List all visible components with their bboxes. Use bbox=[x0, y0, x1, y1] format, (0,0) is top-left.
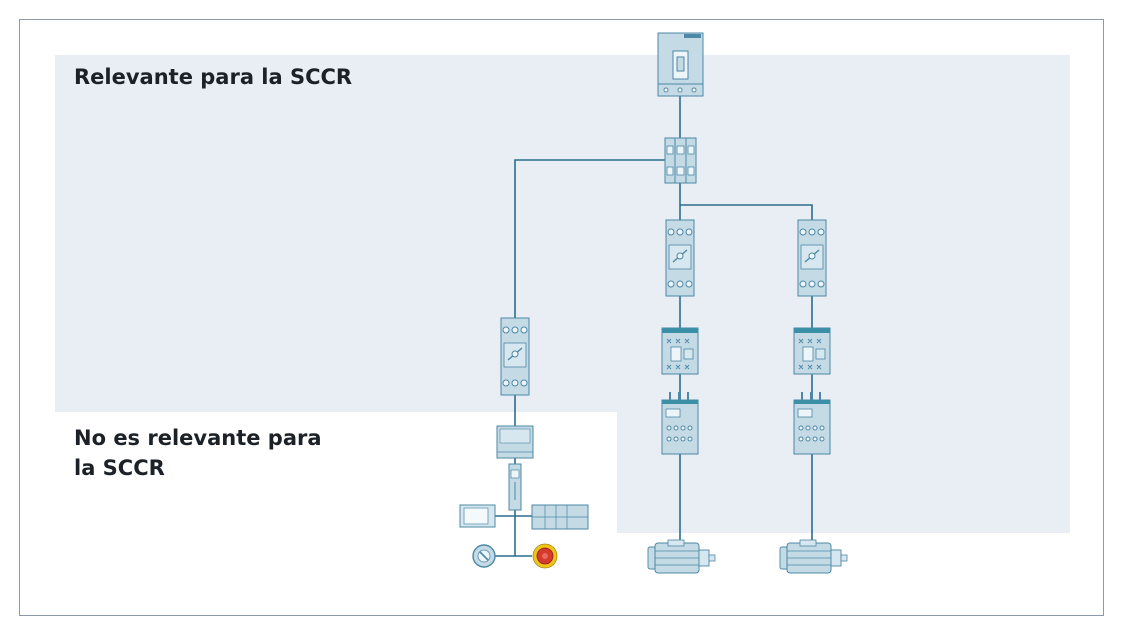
contactor-right bbox=[793, 327, 831, 375]
motor-starter-protector-left bbox=[500, 317, 530, 396]
motor-center bbox=[647, 539, 716, 574]
motor-starter-protector-right bbox=[797, 219, 827, 297]
not-relevant-region-label: No es relevante para la SCCR bbox=[74, 423, 334, 483]
motor-starter-protector-center bbox=[665, 219, 695, 297]
relevant-region-label: Relevante para la SCCR bbox=[74, 65, 353, 89]
power-supply bbox=[496, 425, 534, 459]
overload-relay-center bbox=[661, 392, 699, 455]
contactor-center bbox=[661, 327, 699, 375]
rotary-selector bbox=[472, 544, 496, 568]
motor-right bbox=[779, 539, 848, 574]
control-device bbox=[508, 463, 522, 511]
not-relevant-label-line1: No es relevante para bbox=[74, 426, 322, 450]
not-relevant-label-line2: la SCCR bbox=[74, 456, 165, 480]
diagram-frame bbox=[19, 19, 1104, 616]
wiring bbox=[493, 96, 813, 557]
hmi-panel bbox=[459, 504, 496, 528]
distribution-block bbox=[664, 137, 697, 184]
plc bbox=[531, 504, 589, 530]
main-breaker bbox=[657, 32, 704, 97]
overload-relay-right bbox=[793, 392, 831, 455]
emergency-stop bbox=[532, 543, 558, 569]
